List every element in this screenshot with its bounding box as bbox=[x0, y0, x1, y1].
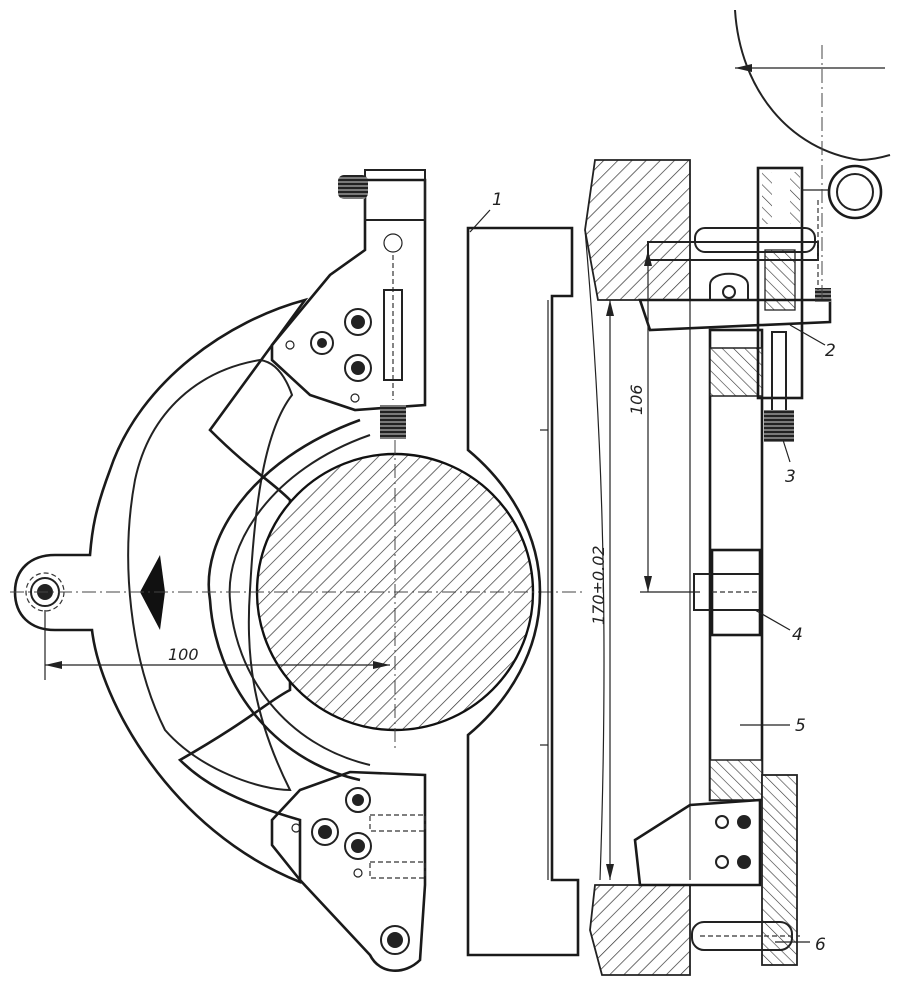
screw-knob bbox=[380, 405, 406, 439]
small-knob bbox=[815, 288, 831, 302]
upper-clamp-block bbox=[364, 169, 426, 221]
bolt-hole-core bbox=[318, 825, 332, 839]
bolt-hole-core bbox=[351, 839, 365, 853]
bolt-hole bbox=[344, 354, 372, 382]
clamp-lever-2 bbox=[638, 298, 832, 332]
leader-3 bbox=[782, 439, 791, 463]
dim-100-arrow bbox=[45, 661, 62, 669]
work-edge bbox=[584, 229, 605, 881]
dim-100-text: 100 bbox=[168, 645, 199, 664]
bolt-hole-core bbox=[351, 315, 365, 329]
bolt-hole bbox=[344, 832, 372, 860]
leader-4 bbox=[754, 609, 791, 631]
label-part-5: 5 bbox=[795, 716, 806, 736]
bolt-hole-core bbox=[317, 338, 327, 348]
clamp-screw bbox=[383, 289, 403, 381]
handle-ring-outer bbox=[827, 164, 883, 220]
bolt-hole bbox=[345, 787, 371, 813]
label-part-1: 1 bbox=[492, 190, 503, 210]
leader-2 bbox=[789, 324, 826, 346]
bolt-hole-core bbox=[351, 361, 365, 375]
bolt-hole bbox=[311, 818, 339, 846]
lower-screw-hidden bbox=[369, 861, 426, 879]
label-part-6: 6 bbox=[815, 935, 826, 955]
body-bottom-section bbox=[589, 884, 691, 976]
part-1-bar: 1 bbox=[466, 190, 580, 957]
bracket-section bbox=[762, 172, 772, 224]
lower-screw-hidden bbox=[369, 814, 426, 832]
bar-outline bbox=[466, 226, 580, 957]
dim-170-text: 170±0.02 bbox=[589, 545, 608, 625]
inner-arc-2 bbox=[228, 434, 371, 766]
lever-pivot bbox=[709, 272, 749, 300]
pin-4 bbox=[693, 573, 761, 611]
bolt-hole bbox=[310, 331, 334, 355]
bracket-section bbox=[790, 172, 800, 224]
dim-170-arrow bbox=[606, 864, 614, 880]
bolt-hole-core bbox=[387, 932, 403, 948]
upper-arm-plate bbox=[270, 178, 427, 412]
pin-hole bbox=[291, 823, 301, 833]
roll-radius-arrow bbox=[735, 64, 752, 72]
section-view: 170±0.02 106 2 3 4 5 6 bbox=[584, 9, 891, 976]
plate-section-top bbox=[709, 347, 763, 397]
dim-170-arrow bbox=[606, 300, 614, 316]
body-top-section bbox=[584, 159, 691, 301]
pin-hole bbox=[285, 340, 295, 350]
dim-106-text: 106 bbox=[627, 384, 646, 415]
lower-block bbox=[633, 798, 762, 887]
screw-3 bbox=[771, 331, 787, 413]
c-frame-outline bbox=[13, 297, 309, 884]
bolt bbox=[737, 815, 751, 829]
frame-window bbox=[127, 358, 294, 792]
pin-hole bbox=[350, 393, 360, 403]
screw-3-knob bbox=[764, 410, 794, 442]
dim-106-arrow bbox=[644, 576, 652, 592]
roll-arc bbox=[734, 9, 891, 162]
bolt bbox=[737, 855, 751, 869]
pin-hole bbox=[353, 868, 363, 878]
plate-section-bottom bbox=[709, 759, 763, 801]
label-part-4: 4 bbox=[792, 625, 803, 645]
clamp-knob bbox=[338, 175, 368, 199]
bolt bbox=[715, 855, 729, 869]
leader-1 bbox=[469, 209, 491, 233]
inner-arc bbox=[207, 418, 361, 782]
pivot-pin bbox=[722, 285, 736, 299]
label-part-3: 3 bbox=[785, 467, 796, 487]
bolt-hole bbox=[344, 308, 372, 336]
label-part-2: 2 bbox=[825, 341, 836, 361]
bolt bbox=[715, 815, 729, 829]
handle-ring-inner bbox=[836, 173, 874, 211]
upper-pin bbox=[694, 227, 816, 253]
plate-5 bbox=[708, 328, 764, 802]
bolt-hole bbox=[380, 925, 410, 955]
dim-100-arrow bbox=[373, 661, 390, 669]
upper-bracket bbox=[756, 166, 804, 400]
c-frame-view: 100 bbox=[10, 169, 585, 972]
sight-marker bbox=[140, 555, 165, 630]
bolt-hole-core bbox=[352, 794, 364, 806]
dim-106-arrow bbox=[644, 250, 652, 266]
bolt-hole bbox=[383, 233, 403, 253]
lower-arm-plate bbox=[270, 770, 427, 972]
